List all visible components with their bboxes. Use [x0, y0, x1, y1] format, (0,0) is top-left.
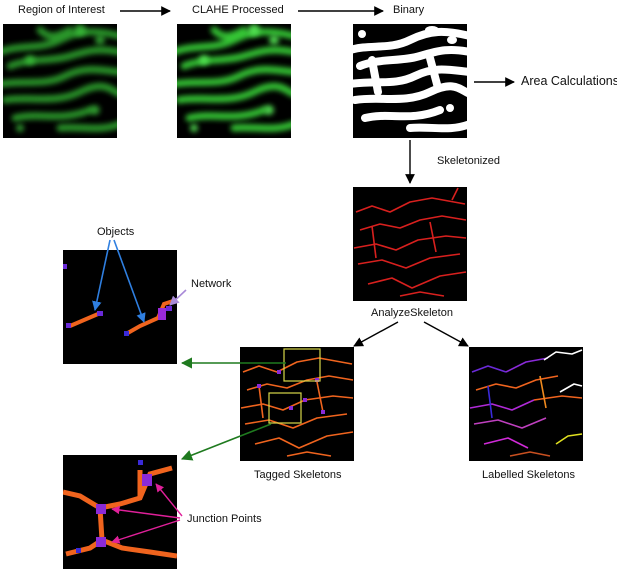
label-junction-points: Junction Points: [187, 513, 262, 525]
junction-zoom-image: [63, 455, 177, 569]
objects-arrow-left: [92, 239, 111, 311]
binary-image: [353, 24, 467, 138]
clahe-image: [177, 24, 291, 138]
label-analyze-skeleton: AnalyzeSkeleton: [371, 307, 453, 319]
tagged-skeleton-image: [240, 347, 354, 461]
junction-arrow-2: [111, 519, 181, 544]
arrow-to-labelled: [423, 321, 469, 347]
zoom-box-junction: [268, 392, 302, 424]
arrow-to-tagged: [353, 321, 399, 347]
label-area-calculations: Area Calculations: [521, 74, 617, 88]
zoom-box-objects: [283, 348, 321, 382]
label-roi: Region of Interest: [18, 4, 105, 16]
label-tagged-skeletons: Tagged Skeletons: [254, 469, 342, 481]
junction-arrow-3: [155, 483, 183, 517]
label-binary: Binary: [393, 4, 425, 16]
label-network: Network: [191, 278, 232, 290]
labelled-skeleton-image: [469, 347, 583, 461]
roi-image: [3, 24, 117, 138]
objects-arrow-right: [113, 239, 146, 323]
objects-zoom-image: [63, 250, 177, 364]
label-objects: Objects: [97, 226, 135, 238]
label-skeletonized: Skeletonized: [437, 155, 500, 167]
network-arrow: [169, 289, 187, 306]
label-labelled-skeletons: Labelled Skeletons: [482, 469, 575, 481]
zoom-arrow-junction: [180, 423, 272, 461]
junction-arrow-1: [111, 505, 181, 519]
skeleton-image: [353, 187, 467, 301]
label-clahe: CLAHE Processed: [192, 4, 284, 16]
